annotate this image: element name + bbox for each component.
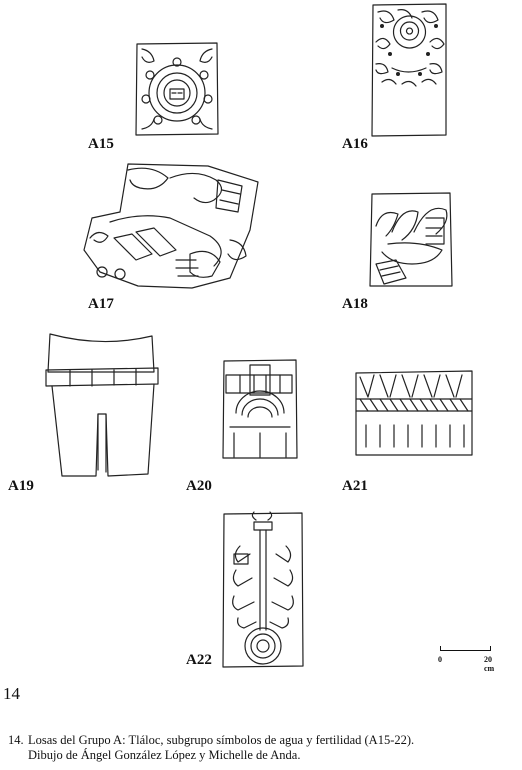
figure-label-a18: A18 (342, 296, 368, 312)
drawing-a16 (368, 2, 450, 138)
scale-bar-line (440, 650, 490, 651)
drawing-a22 (220, 510, 306, 670)
caption-line-2: Dibujo de Ángel González López y Michell… (28, 748, 301, 762)
scale-bar-tick-end (490, 646, 491, 651)
drawing-a19 (42, 330, 164, 478)
drawing-a20 (220, 357, 300, 461)
figure-label-a21: A21 (342, 478, 368, 494)
scale-bar-start-label: 0 (438, 655, 442, 664)
caption-number: 14. (8, 733, 24, 747)
page-number: 14 (3, 684, 20, 703)
drawing-a15 (134, 41, 220, 137)
drawing-a21 (352, 367, 476, 459)
figure-label-a15: A15 (88, 136, 114, 152)
scale-bar-tick-start (440, 646, 441, 651)
drawing-a17 (80, 160, 266, 294)
scale-bar-end-label: 20 cm (484, 655, 495, 673)
figure-label-a20: A20 (186, 478, 212, 494)
figure-label-a19: A19 (8, 478, 34, 494)
figure-label-a16: A16 (342, 136, 368, 152)
figure-label-a22: A22 (186, 652, 212, 668)
scale-bar: 0 20 cm (436, 640, 496, 673)
caption-line-1: Losas del Grupo A: Tláloc, subgrupo símb… (28, 733, 415, 747)
figure-label-a17: A17 (88, 296, 114, 312)
drawing-a18 (366, 190, 456, 290)
